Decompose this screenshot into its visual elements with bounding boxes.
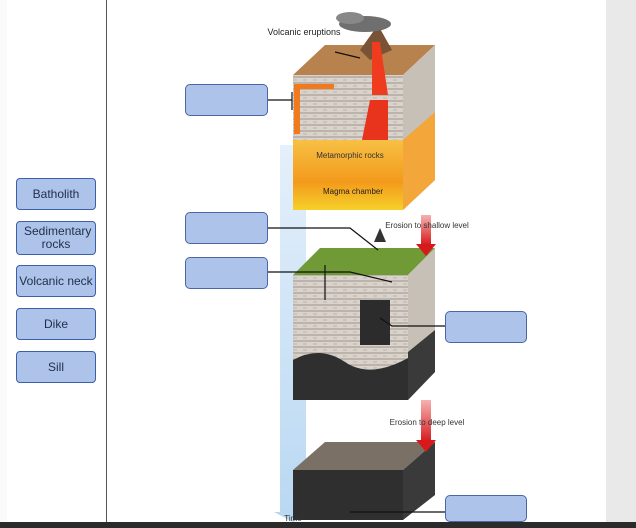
chip-label: Volcanic neck [19,273,93,288]
drop-target-2[interactable] [185,212,268,244]
drop-target-5[interactable] [445,495,527,522]
word-bank-panel [7,0,107,522]
word-bank-chip-dike[interactable]: Dike [16,308,96,340]
drop-target-3[interactable] [185,257,268,289]
word-bank-chip-volcanic-neck[interactable]: Volcanic neck [16,265,96,297]
diagram-canvas [107,0,606,522]
word-bank-chip-sill[interactable]: Sill [16,351,96,383]
drop-target-4[interactable] [445,311,527,343]
word-bank-chip-sedimentary-rocks[interactable]: Sedimentary rocks [16,221,96,255]
bottom-taskbar [0,522,636,528]
chip-label: Sedimentary rocks [24,224,92,251]
word-bank-chip-batholith[interactable]: Batholith [16,178,96,210]
chip-label: Dike [43,316,68,331]
chip-label: Batholith [32,186,80,201]
drop-target-1[interactable] [185,84,268,116]
chip-label: Sill [47,359,64,374]
